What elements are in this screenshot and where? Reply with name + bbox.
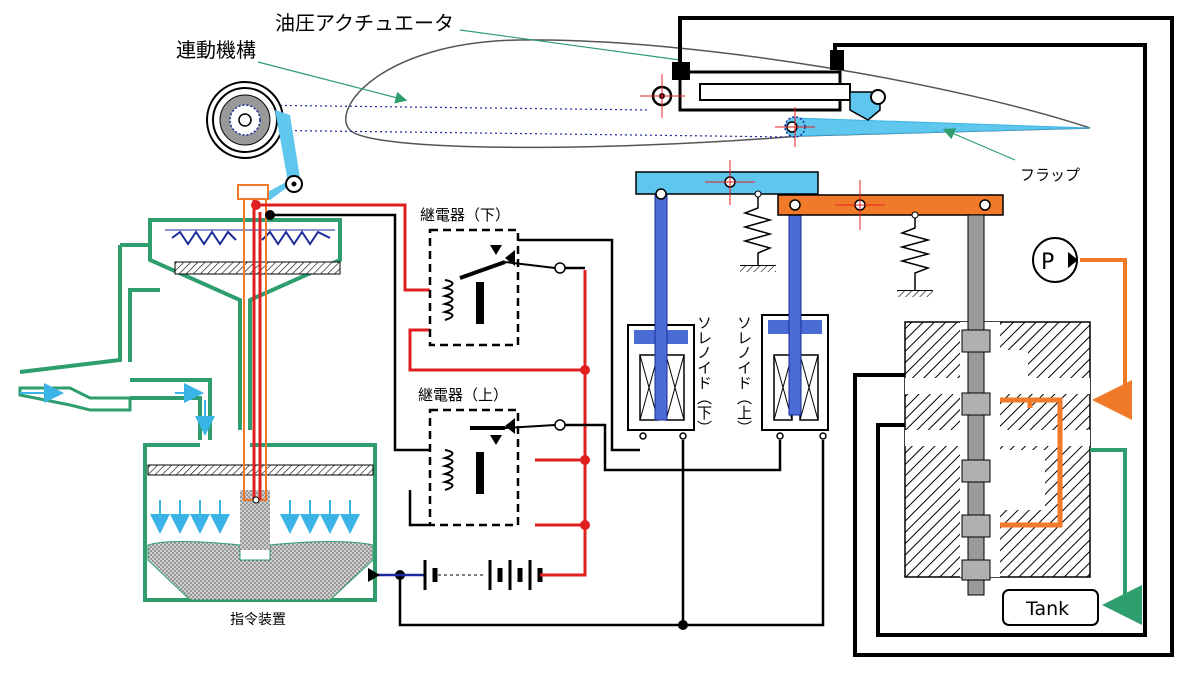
relay-lower-label: 継電器（下）: [420, 206, 510, 224]
pump: P: [1032, 237, 1078, 283]
relay-upper-label: 継電器（上）: [418, 386, 508, 404]
servo-valve: [904, 214, 1142, 625]
orange-lever: [777, 180, 1004, 297]
actuator-label: 油圧アクチュエータ: [275, 11, 454, 35]
relay-lower: [428, 228, 566, 347]
tank: Tank: [1002, 589, 1099, 626]
command-device-label: 指令装置: [230, 612, 286, 628]
flap: [794, 117, 1091, 137]
solenoid-lower-label: ソレノイド（下）: [695, 315, 713, 435]
tank-label: Tank: [1025, 598, 1069, 620]
command-device: [18, 184, 377, 602]
cyan-lever: [635, 160, 819, 272]
solenoid-upper-label: ソレノイド（上）: [735, 315, 753, 435]
linkage-label: 連動機構: [176, 38, 256, 62]
airfoil-outline: [345, 39, 1091, 149]
relay-upper: [428, 408, 566, 527]
flap-label: フラップ: [1020, 166, 1080, 184]
solenoid-upper: [761, 199, 829, 440]
battery: [368, 560, 550, 590]
linkage-mechanism: [206, 81, 303, 200]
solenoid-lower: [627, 189, 695, 440]
pump-label: P: [1041, 250, 1054, 275]
